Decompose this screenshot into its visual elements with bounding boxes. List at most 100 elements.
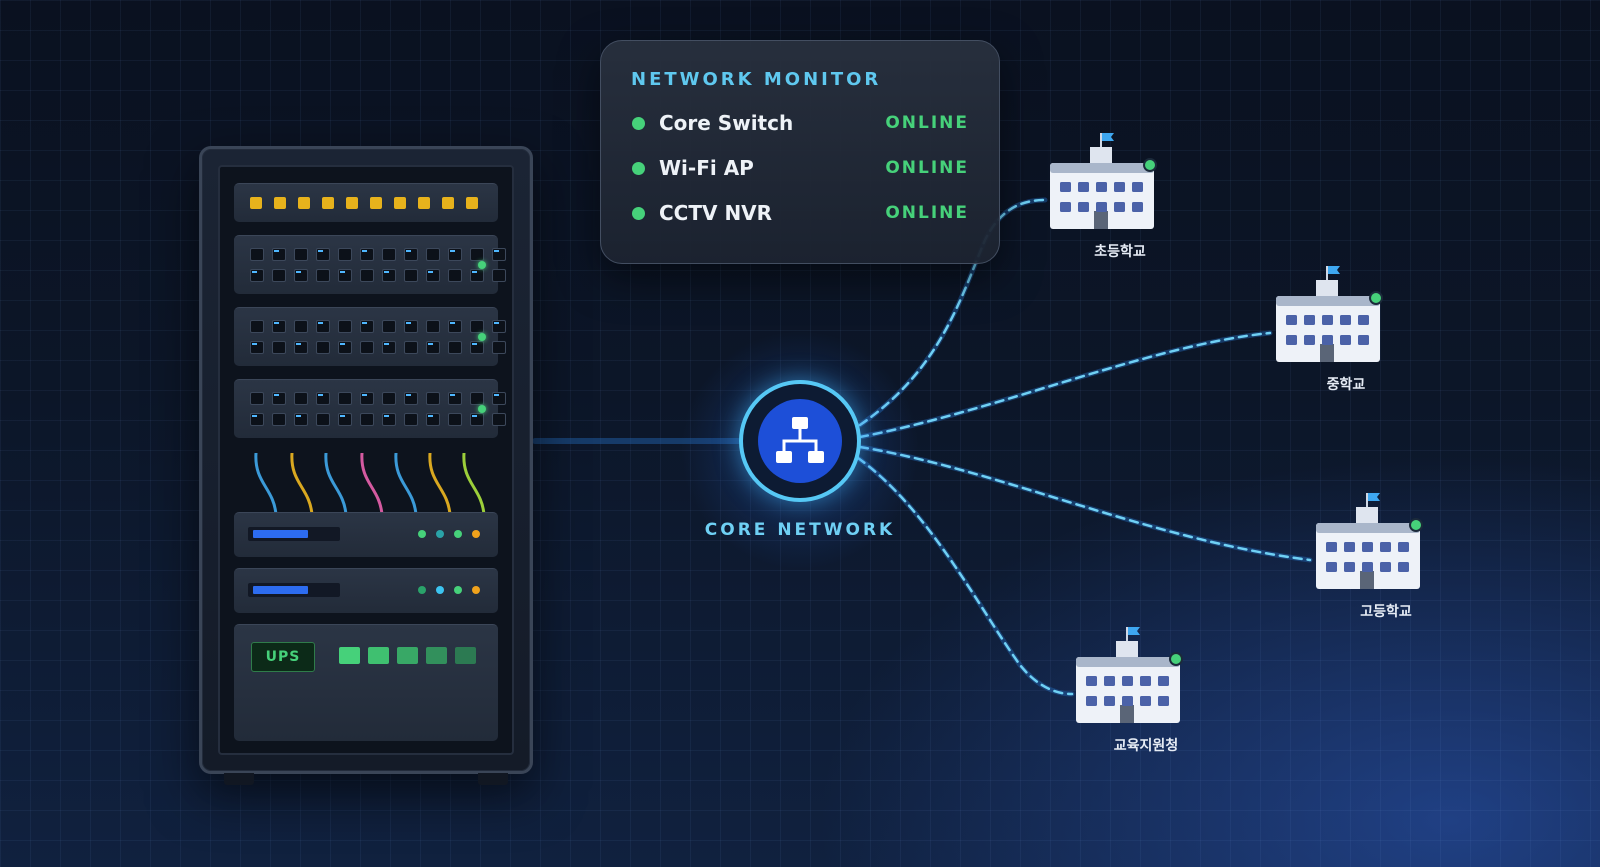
server-unit-1 <box>234 512 498 557</box>
core-network-hub <box>739 380 861 502</box>
network-port <box>404 320 418 333</box>
network-port <box>316 320 330 333</box>
status-dot <box>632 162 645 175</box>
battery-cell <box>368 647 389 664</box>
network-port <box>448 269 462 282</box>
link-led <box>478 261 486 269</box>
network-port <box>294 392 308 405</box>
network-port <box>294 341 308 354</box>
network-port <box>250 320 264 333</box>
amber-led <box>442 197 454 209</box>
online-indicator <box>1369 291 1383 305</box>
network-port <box>492 269 506 282</box>
network-port <box>404 341 418 354</box>
network-port <box>338 269 352 282</box>
school-elementary: 초등학교 <box>1050 133 1190 283</box>
school-education-office: 교육지원청 <box>1076 627 1216 777</box>
patch-panel <box>234 183 498 222</box>
drive-activity-bar <box>248 583 340 597</box>
network-port <box>382 269 396 282</box>
network-port <box>448 341 462 354</box>
amber-led <box>466 197 478 209</box>
status-led <box>454 530 462 538</box>
amber-led <box>394 197 406 209</box>
network-port <box>316 392 330 405</box>
amber-led <box>274 197 286 209</box>
core-network-label: CORE NETWORK <box>704 520 896 540</box>
status-led <box>454 586 462 594</box>
network-port <box>470 413 484 426</box>
rack-foot <box>224 773 254 785</box>
network-port <box>492 341 506 354</box>
network-port <box>382 341 396 354</box>
network-port <box>338 413 352 426</box>
network-port <box>426 341 440 354</box>
network-port <box>338 392 352 405</box>
online-indicator <box>1143 158 1157 172</box>
battery-cell <box>339 647 360 664</box>
network-port <box>404 269 418 282</box>
network-port <box>250 413 264 426</box>
battery-cell <box>455 647 476 664</box>
school-high: 고등학교 <box>1316 493 1456 643</box>
school-middle: 중학교 <box>1276 266 1416 416</box>
amber-led <box>418 197 430 209</box>
drive-activity-bar <box>248 527 340 541</box>
network-port <box>492 413 506 426</box>
network-port <box>404 413 418 426</box>
device-name: CCTV NVR <box>659 201 773 225</box>
status-led <box>472 530 480 538</box>
network-port <box>338 341 352 354</box>
network-port <box>250 392 264 405</box>
device-status: ONLINE <box>885 113 969 133</box>
network-port <box>272 413 286 426</box>
status-led-group <box>418 586 480 594</box>
port-row <box>250 248 506 261</box>
port-row <box>250 341 506 354</box>
network-port <box>272 341 286 354</box>
school-building-icon <box>1276 266 1383 362</box>
network-port <box>316 413 330 426</box>
device-name: Core Switch <box>659 111 794 135</box>
network-port <box>404 248 418 261</box>
network-port <box>250 341 264 354</box>
network-port <box>382 413 396 426</box>
school-label: 초등학교 <box>1094 244 1146 260</box>
network-port <box>294 248 308 261</box>
port-row <box>250 320 506 333</box>
network-port <box>316 269 330 282</box>
network-port <box>360 269 374 282</box>
network-port <box>294 413 308 426</box>
status-led-group <box>418 530 480 538</box>
network-port <box>272 392 286 405</box>
network-port <box>448 320 462 333</box>
network-switch-2 <box>234 307 506 366</box>
network-port <box>382 248 396 261</box>
port-row <box>250 269 506 282</box>
battery-cell <box>426 647 447 664</box>
network-port <box>470 320 484 333</box>
link-led <box>478 333 486 341</box>
school-label: 중학교 <box>1326 377 1366 393</box>
rack-foot <box>478 773 508 785</box>
status-dot <box>632 207 645 220</box>
battery-cell <box>397 647 418 664</box>
link-core-high <box>857 444 1313 563</box>
amber-led <box>322 197 334 209</box>
network-port <box>426 248 440 261</box>
port-row <box>250 392 506 405</box>
network-port <box>492 320 506 333</box>
network-port <box>272 248 286 261</box>
monitor-row-wifi-ap: Wi-Fi AP ONLINE <box>631 154 969 184</box>
amber-led <box>250 197 262 209</box>
network-port <box>360 392 374 405</box>
network-port <box>294 269 308 282</box>
device-name: Wi-Fi AP <box>659 156 754 180</box>
status-led <box>418 530 426 538</box>
device-status: ONLINE <box>885 158 969 178</box>
monitor-row-core-switch: Core Switch ONLINE <box>631 109 969 139</box>
network-port <box>360 413 374 426</box>
link-led <box>478 405 486 413</box>
network-port <box>360 320 374 333</box>
